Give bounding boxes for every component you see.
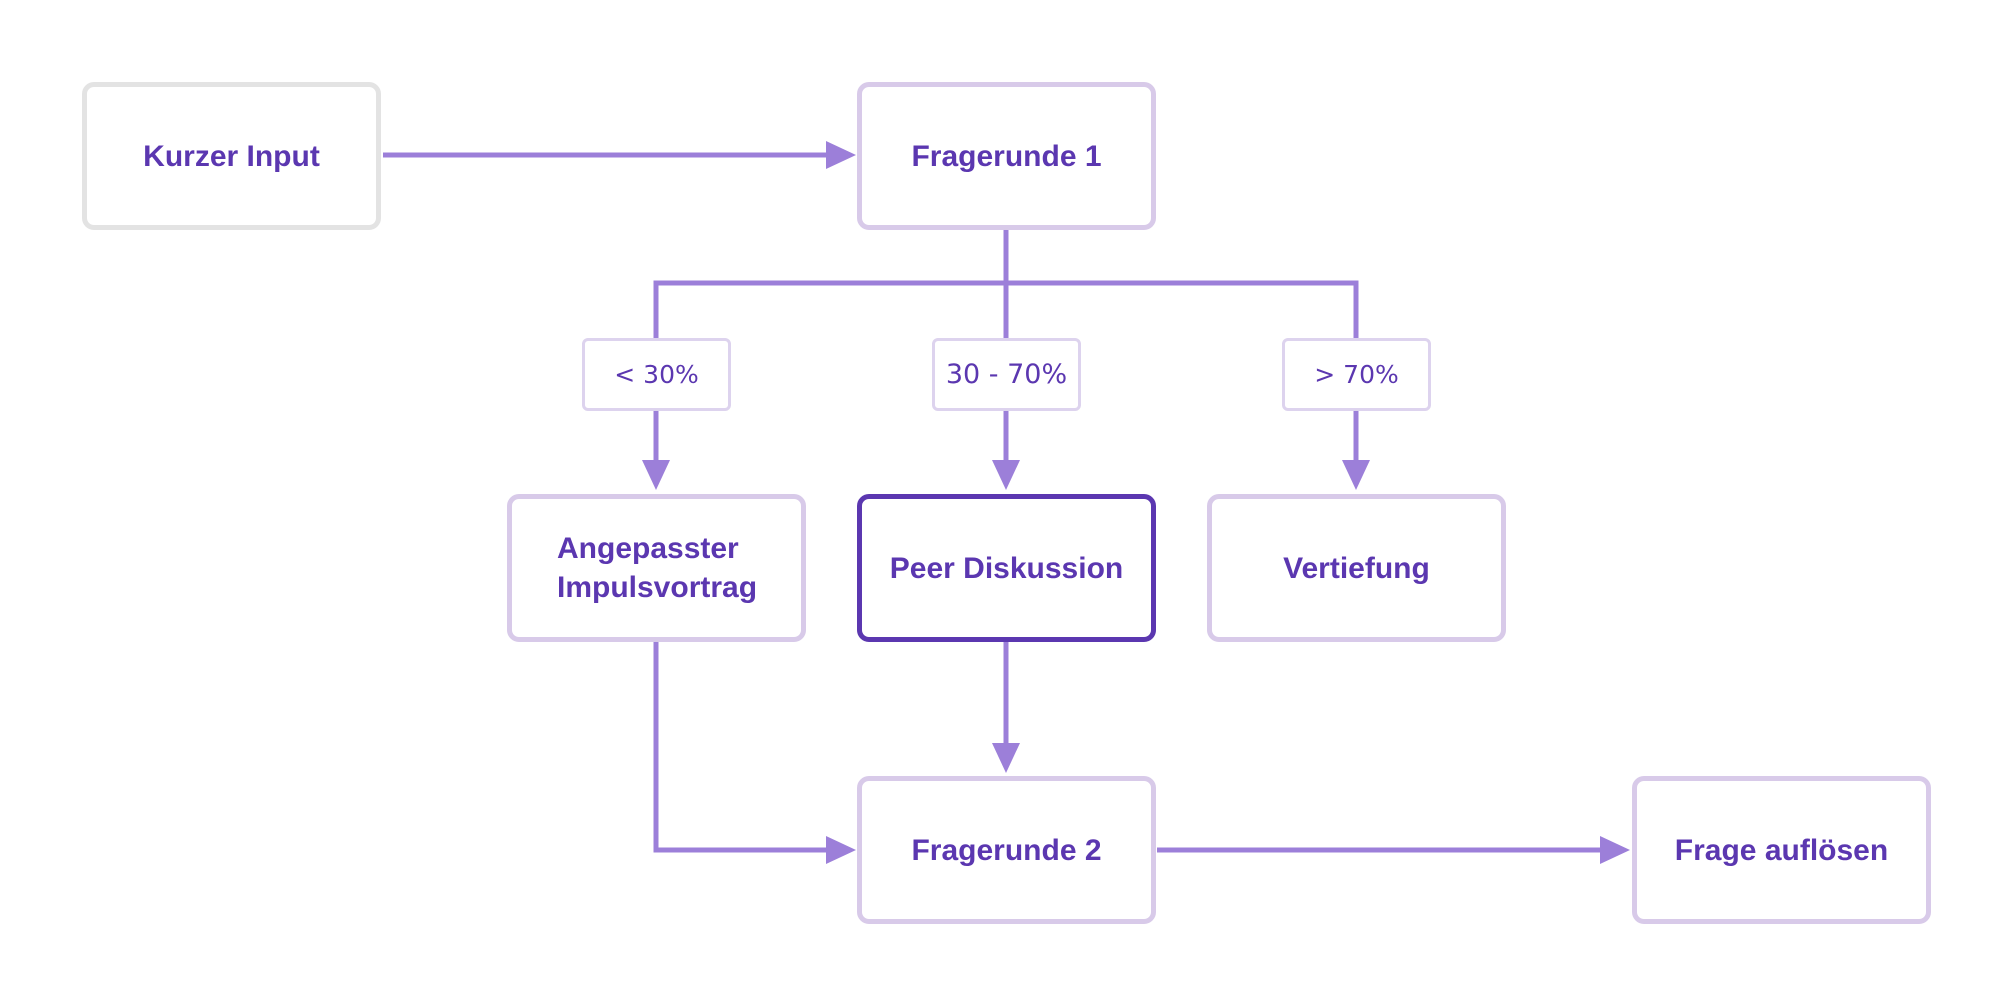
arrowhead-fragerunde1 xyxy=(826,141,856,169)
node-peer-diskussion: Peer Diskussion xyxy=(857,494,1156,642)
arrowhead-fragerunde2-left xyxy=(826,836,856,864)
branch-label-low-text: < 30% xyxy=(614,360,699,389)
arrow-impulsvortrag-to-fragerunde2 xyxy=(653,642,832,853)
node-peer-diskussion-label: Peer Diskussion xyxy=(889,551,1124,585)
node-frage-aufloesen: Frage auflösen xyxy=(1632,776,1931,924)
branch-label-mid-text: 30 - 70% xyxy=(945,359,1068,390)
arrowhead-aufloesen xyxy=(1600,836,1630,864)
node-kurzer-input: Kurzer Input xyxy=(82,82,381,230)
branch-label-high: > 70% xyxy=(1282,338,1431,411)
node-frage-aufloesen-label: Frage auflösen xyxy=(1674,833,1889,867)
branch-label-mid: 30 - 70% xyxy=(932,338,1081,411)
branch-label-low: < 30% xyxy=(582,338,731,411)
node-fragerunde-1: Fragerunde 1 xyxy=(857,82,1156,230)
node-fragerunde-1-label: Fragerunde 1 xyxy=(911,139,1102,173)
arrowhead-vertiefung xyxy=(1342,460,1370,490)
arrowhead-impulsvortrag xyxy=(642,460,670,490)
branch-label-high-text: > 70% xyxy=(1314,360,1399,389)
arrowhead-fragerunde2-top xyxy=(992,743,1020,773)
arrowhead-peer xyxy=(992,460,1020,490)
node-kurzer-input-label: Kurzer Input xyxy=(143,139,320,173)
node-vertiefung: Vertiefung xyxy=(1207,494,1506,642)
node-vertiefung-label: Vertiefung xyxy=(1283,551,1430,585)
node-fragerunde-2: Fragerunde 2 xyxy=(857,776,1156,924)
node-angepasster-impulsvortrag-label: Angepasster Impulsvortrag xyxy=(557,532,758,604)
node-angepasster-impulsvortrag: Angepasster Impulsvortrag xyxy=(507,494,806,642)
node-fragerunde-2-label: Fragerunde 2 xyxy=(911,833,1102,867)
